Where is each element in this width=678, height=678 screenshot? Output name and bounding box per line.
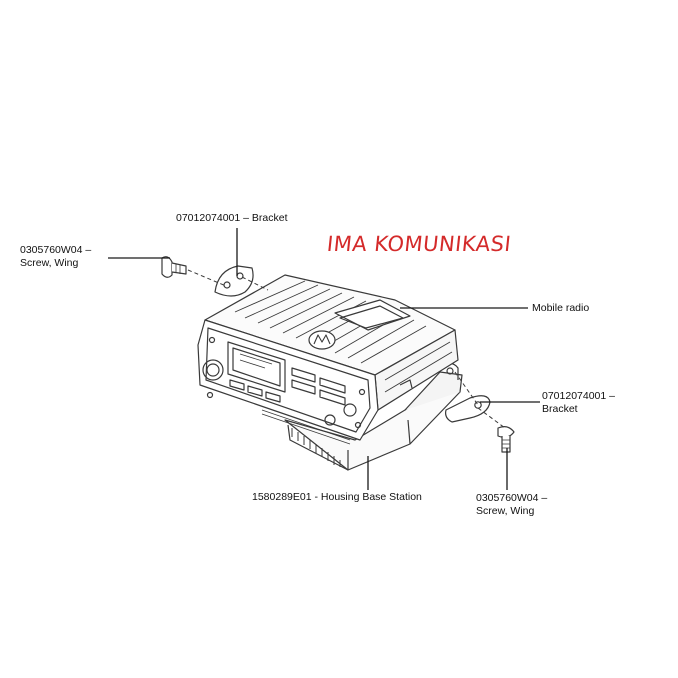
label-bracket-right-line2: Bracket [542,403,578,415]
mobile-radio-body [197,274,459,445]
wing-screw-left-part [161,256,187,278]
label-bracket-top: 07012074001 – Bracket [176,212,288,224]
label-screw-right-line2: Screw, Wing [476,505,535,517]
label-screw-left-line1: 0305760W04 – [20,244,92,256]
bracket-left-part [214,265,254,297]
label-bracket-right-line1: 07012074001 – [542,390,615,402]
watermark-text: IMA KOMUNIKASI [325,232,513,256]
label-screw-left-line2: Screw, Wing [20,257,79,269]
wing-screw-right-part [497,426,515,453]
label-housing: 1580289E01 - Housing Base Station [252,491,422,503]
label-mobile-radio: Mobile radio [532,302,590,314]
label-screw-right-line1: 0305760W04 – [476,492,548,504]
